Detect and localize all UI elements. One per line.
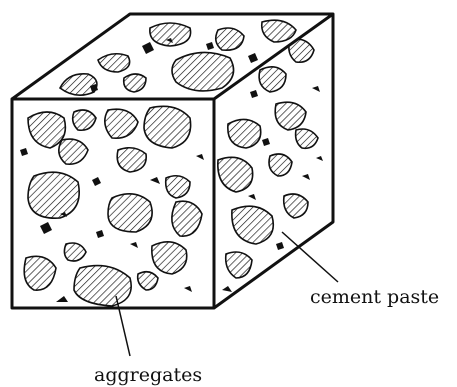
paste-label: cement paste [310, 286, 439, 308]
aggregates-label: aggregates [94, 364, 202, 386]
cube-front-face [12, 99, 214, 308]
